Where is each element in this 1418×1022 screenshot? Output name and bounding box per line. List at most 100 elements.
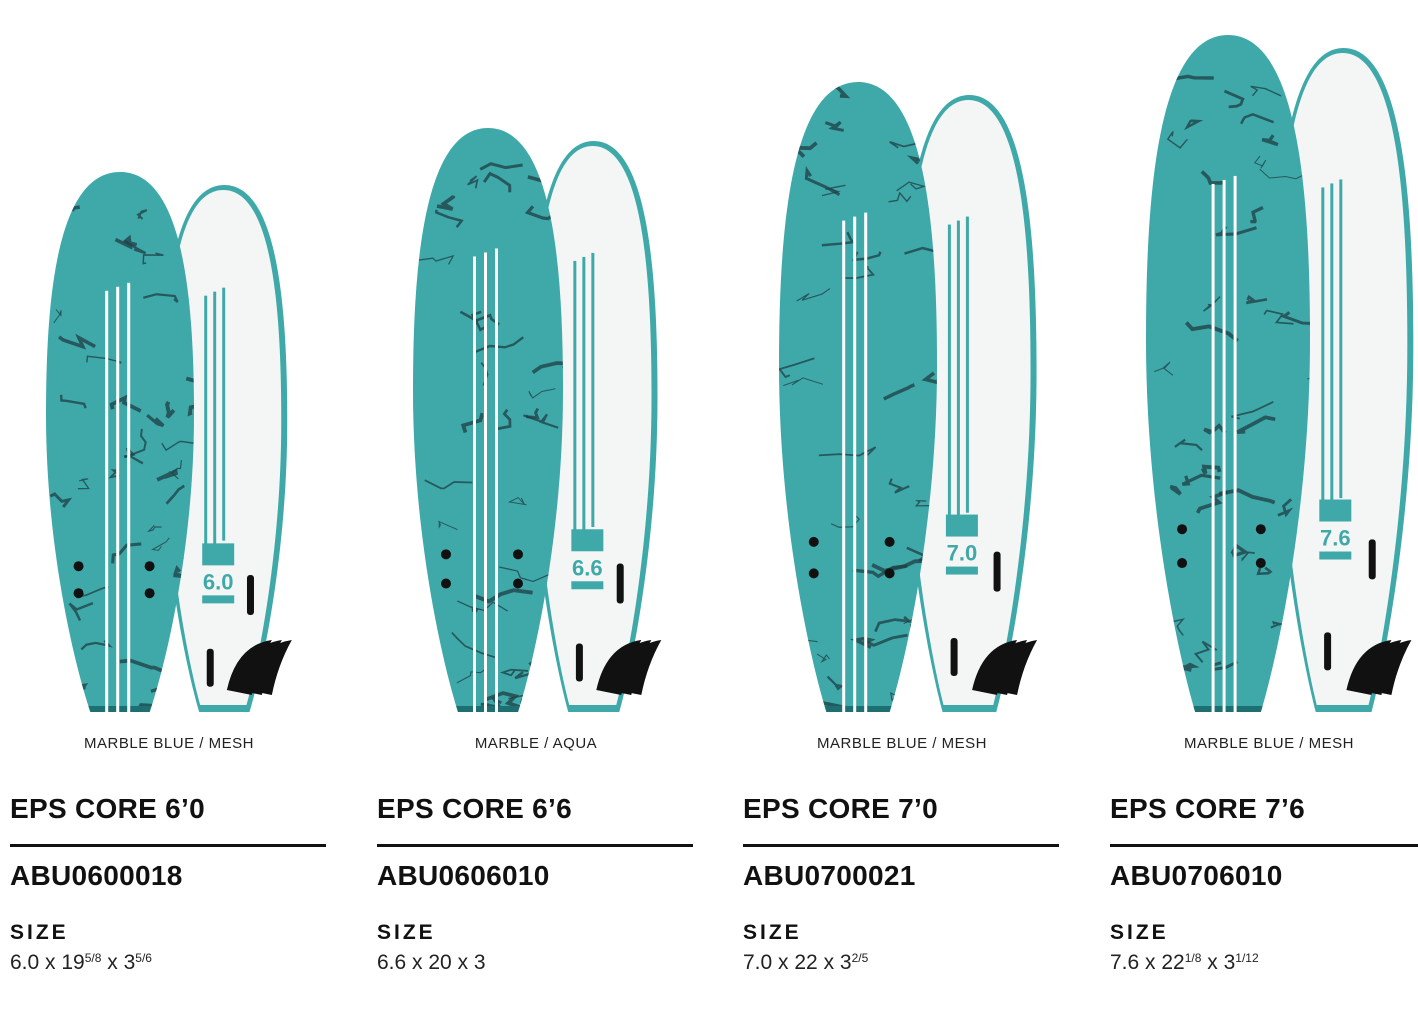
fin-plug-icon <box>808 568 819 579</box>
product-sku: ABU0600018 <box>10 860 183 891</box>
size-value: 6.0 x 195/8 x 35/6 <box>10 951 152 974</box>
divider <box>377 844 693 847</box>
logo-icon <box>1319 499 1352 522</box>
stringer-line <box>947 224 951 521</box>
size-label: SIZE <box>743 921 802 944</box>
stringer-line <box>1330 183 1334 503</box>
surfboard-image: 7.6 <box>1146 35 1414 712</box>
stringer-line <box>473 256 476 712</box>
stringer-line <box>853 216 857 712</box>
product-sku: ABU0606010 <box>377 860 550 891</box>
fin-plug-icon <box>1177 558 1188 569</box>
bottom-board <box>46 172 194 712</box>
size-label: SIZE <box>377 921 436 944</box>
logo-icon <box>571 529 604 552</box>
product-card: 6.0 MARBLE BLUE / MESH EPS CORE 6’0 ABU0… <box>10 0 328 1022</box>
logo-icon <box>945 514 978 537</box>
stringer-line <box>1321 187 1325 507</box>
size-label: SIZE <box>10 921 69 944</box>
fin-plug-icon <box>884 536 895 547</box>
board-size-label: 6.6 <box>572 555 603 580</box>
stringer-line <box>484 252 487 712</box>
size-value: 7.0 x 22 x 32/5 <box>743 951 869 974</box>
product-sku: ABU0706010 <box>1110 860 1283 891</box>
fin-plug-icon <box>441 549 451 560</box>
fin-icon <box>992 640 1038 695</box>
leash-plug-icon <box>246 574 254 615</box>
product-card: 6.6 MARBLE / AQUA EPS CORE 6’6 ABU060601… <box>377 0 695 1022</box>
brand-bar <box>202 595 235 604</box>
fin-box-icon <box>1324 632 1332 671</box>
fin-icon <box>1366 640 1412 695</box>
fin-box-icon <box>950 637 958 676</box>
size-value: 6.6 x 20 x 3 <box>377 951 486 974</box>
brand-bar <box>571 581 604 590</box>
fin-plug-icon <box>513 549 523 560</box>
stringer-line <box>591 252 595 527</box>
divider <box>10 844 326 847</box>
leash-plug-icon <box>616 563 624 604</box>
product-title: EPS CORE 7’6 <box>1110 793 1306 824</box>
product-sku: ABU0700021 <box>743 860 916 891</box>
fin-icon <box>246 640 292 695</box>
leash-plug-icon <box>1368 539 1376 580</box>
surfboard-image: 7.0 <box>778 82 1038 712</box>
leash-plug-icon <box>993 551 1001 592</box>
divider <box>1110 844 1418 847</box>
bottom-board <box>413 128 563 712</box>
surfboard-image: 6.6 <box>413 128 662 712</box>
brand-bar <box>1319 551 1352 560</box>
product-title: EPS CORE 7’0 <box>743 793 939 824</box>
stringer-line <box>495 248 498 712</box>
board-size-label: 6.0 <box>203 569 234 594</box>
stringer-line <box>116 286 120 712</box>
fin-box-icon <box>206 648 214 687</box>
board-size-label: 7.6 <box>1320 526 1351 551</box>
stringer-line <box>864 212 868 712</box>
fin-plug-icon <box>144 561 155 572</box>
bottom-board <box>1146 35 1310 712</box>
stringer-line <box>1339 179 1343 499</box>
fin-plug-icon <box>808 536 819 547</box>
stringer-line <box>1211 183 1215 712</box>
fin-plug-icon <box>73 588 84 599</box>
size-value: 7.6 x 221/8 x 31/12 <box>1110 951 1259 974</box>
stringer-line <box>582 256 586 531</box>
stringer-line <box>1233 175 1237 712</box>
logo-icon <box>202 543 235 566</box>
bottom-board <box>779 82 937 712</box>
stringer-line <box>204 295 208 549</box>
size-label: SIZE <box>1110 921 1169 944</box>
fin-plug-icon <box>513 578 523 589</box>
brand-bar <box>945 566 978 575</box>
fin-plug-icon <box>1255 558 1266 569</box>
stringer-line <box>105 290 109 712</box>
surfboard-image: 6.0 <box>46 172 292 712</box>
stringer-line <box>1222 179 1226 712</box>
fin-plug-icon <box>73 561 84 572</box>
product-color: MARBLE BLUE / MESH <box>817 735 987 752</box>
fin-plug-icon <box>1177 524 1188 535</box>
product-color: MARBLE BLUE / MESH <box>1184 735 1354 752</box>
product-card: 7.0 MARBLE BLUE / MESH EPS CORE 7’0 ABU0… <box>743 0 1061 1022</box>
stringer-line <box>213 291 217 545</box>
fin-plug-icon <box>884 568 895 579</box>
fin-plug-icon <box>144 588 155 599</box>
fin-box-icon <box>575 643 583 682</box>
product-title: EPS CORE 6’6 <box>377 793 573 824</box>
stringer-line <box>842 220 846 712</box>
board-size-label: 7.0 <box>947 541 978 566</box>
fin-plug-icon <box>1255 524 1266 535</box>
fin-plug-icon <box>441 578 451 589</box>
marble-pattern <box>1146 74 1310 712</box>
stringer-line <box>573 260 577 535</box>
product-color: MARBLE / AQUA <box>474 735 598 752</box>
fin-icon <box>616 640 662 695</box>
product-title: EPS CORE 6’0 <box>10 793 206 824</box>
stringer-line <box>222 287 226 541</box>
stringer-line <box>127 282 131 712</box>
stringer-line <box>956 220 960 517</box>
divider <box>743 844 1059 847</box>
product-card: 7.6 MARBLE BLUE / MESH EPS CORE 7’6 ABU0… <box>1110 0 1418 1022</box>
stringer-line <box>965 216 969 513</box>
